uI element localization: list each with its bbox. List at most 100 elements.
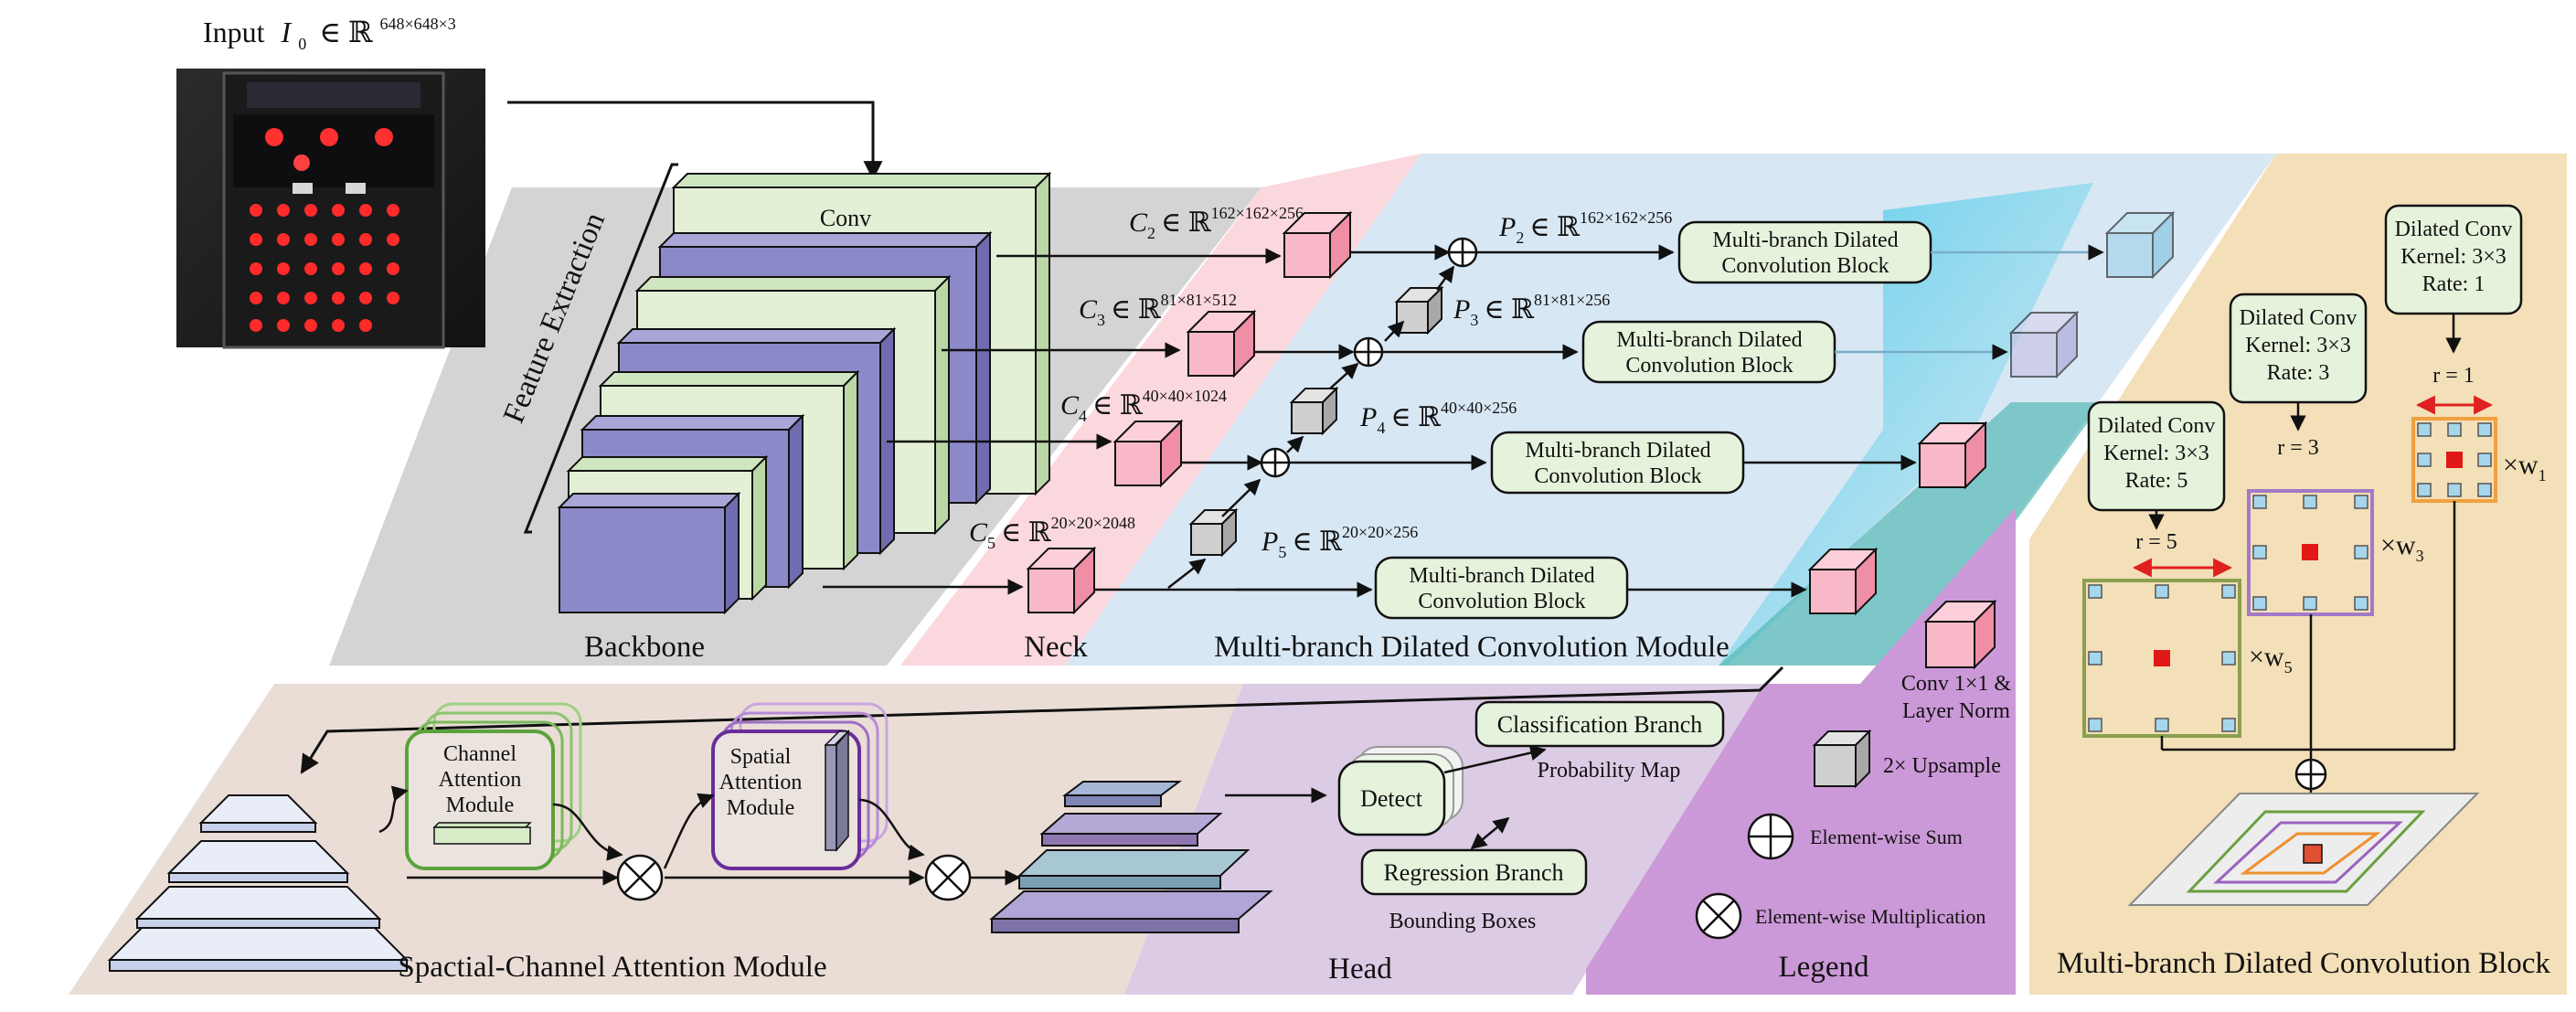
neck-to-mbdc-arrows xyxy=(1236,244,1675,598)
mbdc-block-p3: Multi-branch Dilated Convolution Block xyxy=(1581,320,1836,384)
block-sum-circle xyxy=(2294,758,2327,791)
upsample-cube-4 xyxy=(1289,386,1339,436)
head-arrows xyxy=(1443,744,1547,850)
c2-label: C2∈ ℝ162×162×256 xyxy=(1129,204,1304,242)
svg-text:Rate: 5: Rate: 5 xyxy=(2125,469,2188,493)
c3-cube xyxy=(1186,309,1257,378)
channel-attention-module: Channel Attention Module xyxy=(405,702,582,870)
svg-text:Attention: Attention xyxy=(439,768,522,792)
svg-text:Element-wise Sum: Element-wise Sum xyxy=(1810,826,1963,848)
svg-text:Channel: Channel xyxy=(443,742,516,766)
svg-text:Dilated Conv: Dilated Conv xyxy=(2395,218,2513,241)
mbdc-output-arrows xyxy=(1627,244,2104,598)
regression-branch: Regression Branch xyxy=(1360,848,1588,896)
sum-p2 xyxy=(1447,237,1478,268)
block-region xyxy=(2029,154,2567,995)
svg-text:Convolution Block: Convolution Block xyxy=(1625,354,1793,378)
svg-text:Kernel: 3×3: Kernel: 3×3 xyxy=(2103,442,2209,465)
head-title: Head xyxy=(1328,953,1392,985)
p-labels: P2∈ ℝ162×162×256 P3∈ ℝ81×81×256 P4∈ ℝ40×… xyxy=(1261,208,1672,561)
svg-text:×w5: ×w5 xyxy=(2249,642,2293,676)
mbdc-block-p4: Multi-branch Dilated Convolution Block xyxy=(1490,431,1745,495)
c4-label: C4∈ ℝ40×40×1024 xyxy=(1060,387,1227,425)
scam-flow xyxy=(378,785,1021,886)
neck-connections xyxy=(1095,244,1455,591)
classification-branch: Classification Branch xyxy=(1474,700,1725,748)
svg-text:Classification Branch: Classification Branch xyxy=(1497,711,1703,738)
out-cube-p4 xyxy=(1917,421,1988,490)
detect-stack: Detect xyxy=(1337,746,1464,836)
legend-upsample-item: 2× Upsample xyxy=(1812,729,2001,789)
svg-text:Conv 1×1 &: Conv 1×1 & xyxy=(1901,672,2012,696)
legend-conv-item: Conv 1×1 & Layer Norm xyxy=(1901,599,2012,723)
dilated-conv-1: Dilated Conv Kernel: 3×3 Rate: 1 r = 1 xyxy=(2384,204,2523,388)
mbdc-block-p5: Multi-branch Dilated Convolution Block xyxy=(1374,556,1629,620)
c2-cube xyxy=(1282,210,1353,280)
svg-text:Module: Module xyxy=(446,794,515,817)
svg-text:r = 1: r = 1 xyxy=(2432,364,2475,388)
mbdc-blocks: Multi-branch Dilated Convolution Block M… xyxy=(1374,220,1932,620)
svg-text:Dilated Conv: Dilated Conv xyxy=(2098,414,2216,438)
sum-p3 xyxy=(1353,336,1384,368)
kernel-grid-rate5: ×w5 xyxy=(2082,558,2293,738)
backbone-title: Backbone xyxy=(584,631,705,664)
mbdcm-title: Multi-branch Dilated Convolution Module xyxy=(1214,631,1730,664)
input-arrow xyxy=(507,101,883,181)
sum-p4 xyxy=(1260,447,1291,478)
svg-text:Dilated Conv: Dilated Conv xyxy=(2240,306,2358,330)
bounding-boxes-label: Bounding Boxes xyxy=(1389,910,1537,933)
svg-text:Element-wise Multiplication: Element-wise Multiplication xyxy=(1755,905,1985,928)
p4-label: P4∈ ℝ40×40×256 xyxy=(1359,399,1517,437)
layer-blue-4 xyxy=(557,491,741,615)
input-label: Input I 0 ∈ ℝ 648×648×3 xyxy=(203,15,456,56)
svg-text:Multi-branch Dilated: Multi-branch Dilated xyxy=(1409,564,1594,588)
svg-text:×w3: ×w3 xyxy=(2380,530,2424,565)
svg-text:r = 3: r = 3 xyxy=(2277,436,2319,460)
upsample-cube-5 xyxy=(1188,507,1239,558)
dilated-conv-3: Dilated Conv Kernel: 3×3 Rate: 3 r = 3 xyxy=(2229,293,2368,460)
c5-cube xyxy=(1026,546,1097,615)
svg-text:Rate: 1: Rate: 1 xyxy=(2422,272,2486,296)
mbdc-block-p2: Multi-branch Dilated Convolution Block xyxy=(1677,220,1932,284)
svg-text:Multi-branch Dilated: Multi-branch Dilated xyxy=(1616,328,1802,352)
neck-region xyxy=(900,154,1421,666)
c5-label: C5∈ ℝ20×20×2048 xyxy=(969,514,1135,552)
c3-label: C3∈ ℝ81×81×512 xyxy=(1079,291,1237,329)
input-section: Input I 0 ∈ ℝ 648×648×3 xyxy=(176,15,883,349)
backbone-to-neck-arrows xyxy=(823,248,1282,595)
dilated-conv-5: Dilated Conv Kernel: 3×3 Rate: 5 r = 5 xyxy=(2087,400,2226,554)
svg-text:Layer Norm: Layer Norm xyxy=(1902,699,2010,723)
return-arrow xyxy=(300,666,1784,774)
probability-map-label: Probability Map xyxy=(1538,759,1681,783)
svg-text:Multi-branch Dilated: Multi-branch Dilated xyxy=(1712,229,1898,252)
neck-title: Neck xyxy=(1024,631,1088,664)
svg-text:Kernel: 3×3: Kernel: 3×3 xyxy=(2245,334,2351,357)
legend-title: Legend xyxy=(1779,951,1869,984)
svg-text:Multi-branch Dilated: Multi-branch Dilated xyxy=(1525,439,1710,463)
legend-mult-item: Element-wise Multiplication xyxy=(1695,892,1985,940)
svg-text:Detect: Detect xyxy=(1360,785,1423,812)
p3-label: P3∈ ℝ81×81×256 xyxy=(1453,291,1610,329)
kernel-grid-rate1: ×w1 xyxy=(2411,395,2547,503)
out-cube-p2 xyxy=(2104,210,2176,280)
scam-right-pyramid xyxy=(989,781,1273,933)
svg-text:r = 5: r = 5 xyxy=(2135,530,2177,554)
mbdcb-title: Multi-branch Dilated Convolution Block xyxy=(2057,947,2550,980)
mult-2 xyxy=(924,854,972,901)
legend-sum-item: Element-wise Sum xyxy=(1747,813,1963,860)
scam-left-pyramid xyxy=(107,794,410,972)
svg-text:Spatial: Spatial xyxy=(730,745,792,769)
mult-1 xyxy=(616,854,664,901)
input-image xyxy=(176,69,485,349)
p2-label: P2∈ ℝ162×162×256 xyxy=(1498,208,1672,247)
kernel-grid-rate3: ×w3 xyxy=(2247,489,2424,616)
svg-text:Convolution Block: Convolution Block xyxy=(1534,464,1701,488)
svg-text:Regression Branch: Regression Branch xyxy=(1383,859,1563,886)
out-cube-p5 xyxy=(1807,547,1879,616)
svg-text:Kernel: 3×3: Kernel: 3×3 xyxy=(2400,245,2507,269)
svg-text:Convolution Block: Convolution Block xyxy=(1418,590,1585,613)
neck-cubes xyxy=(1026,210,1353,615)
merged-receptive-field xyxy=(2127,793,2480,906)
svg-text:×w1: ×w1 xyxy=(2503,450,2547,485)
